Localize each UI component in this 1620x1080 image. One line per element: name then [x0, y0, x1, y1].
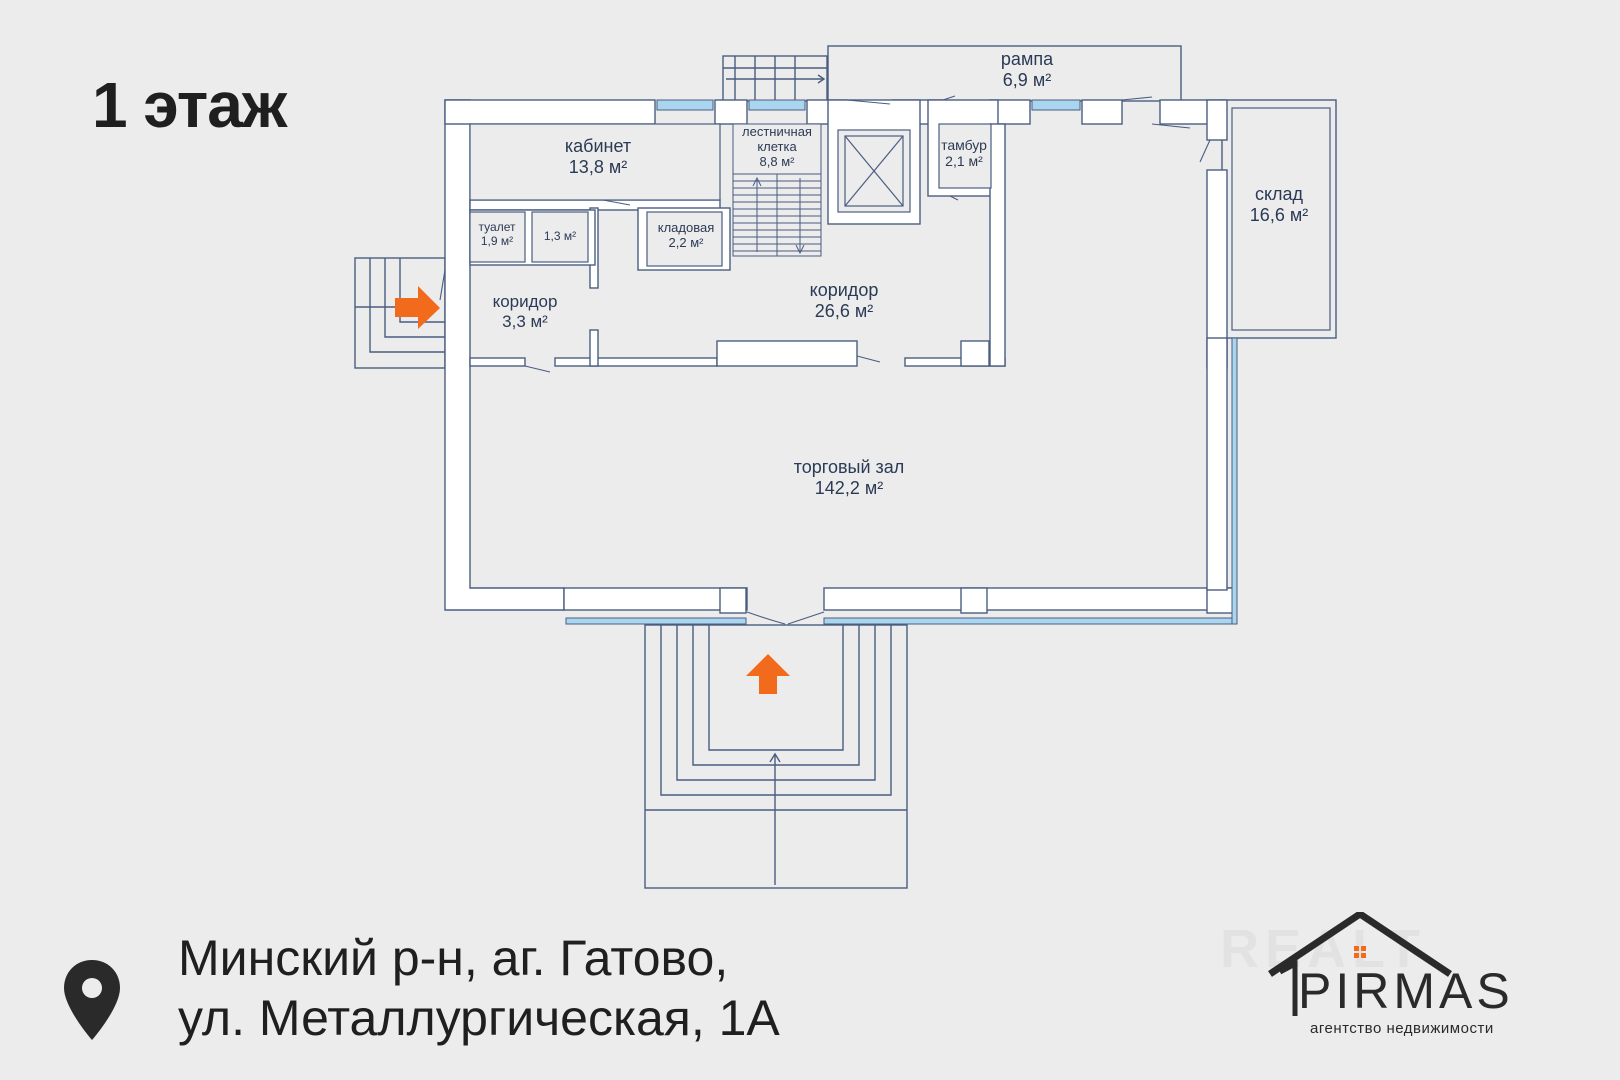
location-pin-icon	[64, 960, 120, 1040]
room-label-storage: склад 16,6 м²	[1250, 184, 1308, 225]
room-area: 13,8 м²	[568, 156, 628, 177]
room-label-corridor-small: коридор 3,3 м²	[493, 292, 558, 331]
room-label-small-room: 1,3 м²	[543, 229, 577, 244]
windows	[565, 99, 1238, 625]
room-label-sales-hall: торговый зал 142,2 м²	[794, 457, 905, 498]
room-label-pantry: кладовая 2,2 м²	[657, 220, 715, 251]
room-area: 2,2 м²	[668, 234, 704, 250]
room-name: туалет	[478, 220, 516, 234]
top-stair	[722, 55, 828, 102]
room-name: коридор	[809, 280, 879, 300]
room-area: 16,6 м²	[1249, 204, 1309, 225]
room-name: коридор	[492, 292, 558, 311]
logo-name: PIRMAS	[1298, 963, 1514, 1019]
room-area: 1,9 м²	[480, 233, 514, 248]
logo-subtitle: агентство недвижимости	[1310, 1020, 1494, 1037]
room-name: кабинет	[564, 136, 632, 156]
room-name: кладовая	[657, 220, 715, 235]
room-name: рампа	[1000, 49, 1054, 69]
room-label-ramp: рампа 6,9 м²	[1001, 49, 1053, 90]
room-area: 6,9 м²	[1002, 69, 1052, 90]
room-label-vestibule: тамбур 2,1 м²	[941, 137, 987, 169]
room-area: 8,8 м²	[759, 153, 795, 169]
room-name: тамбур	[941, 137, 987, 153]
room-area: 2,1 м²	[945, 153, 983, 170]
room-name: лестничная клетка	[742, 124, 812, 154]
address-line-2: ул. Металлургическая, 1А	[178, 990, 780, 1046]
stairwell-steps	[732, 123, 822, 257]
floor-title: 1 этаж	[92, 69, 287, 141]
room-label-corridor-main: коридор 26,6 м²	[810, 280, 879, 321]
entrance-arrow-icon	[395, 286, 440, 329]
room-name: торговый зал	[793, 457, 905, 477]
house-roof-icon	[1268, 912, 1452, 1016]
entrance-arrow-icon	[746, 654, 790, 694]
room-label-office: кабинет 13,8 м²	[565, 136, 631, 177]
room-name: склад	[1254, 184, 1304, 204]
elevator-shaft	[844, 135, 904, 207]
front-stair	[644, 624, 908, 889]
room-area: 26,6 м²	[814, 300, 874, 321]
agency-logo: REALT PIRMAS агентство недвижимости	[1210, 912, 1610, 1042]
room-label-stairwell: лестничная клетка 8,8 м²	[733, 124, 821, 170]
address: Минский р-н, аг. Гатово, ул. Металлургич…	[178, 928, 780, 1048]
room-area: 1,3 м²	[543, 229, 577, 243]
room-label-toilet: туалет 1,9 м²	[478, 220, 516, 249]
doors	[439, 95, 1211, 625]
address-line-1: Минский р-н, аг. Гатово,	[178, 930, 729, 986]
room-area: 3,3 м²	[502, 311, 548, 331]
room-area: 142,2 м²	[814, 477, 884, 498]
